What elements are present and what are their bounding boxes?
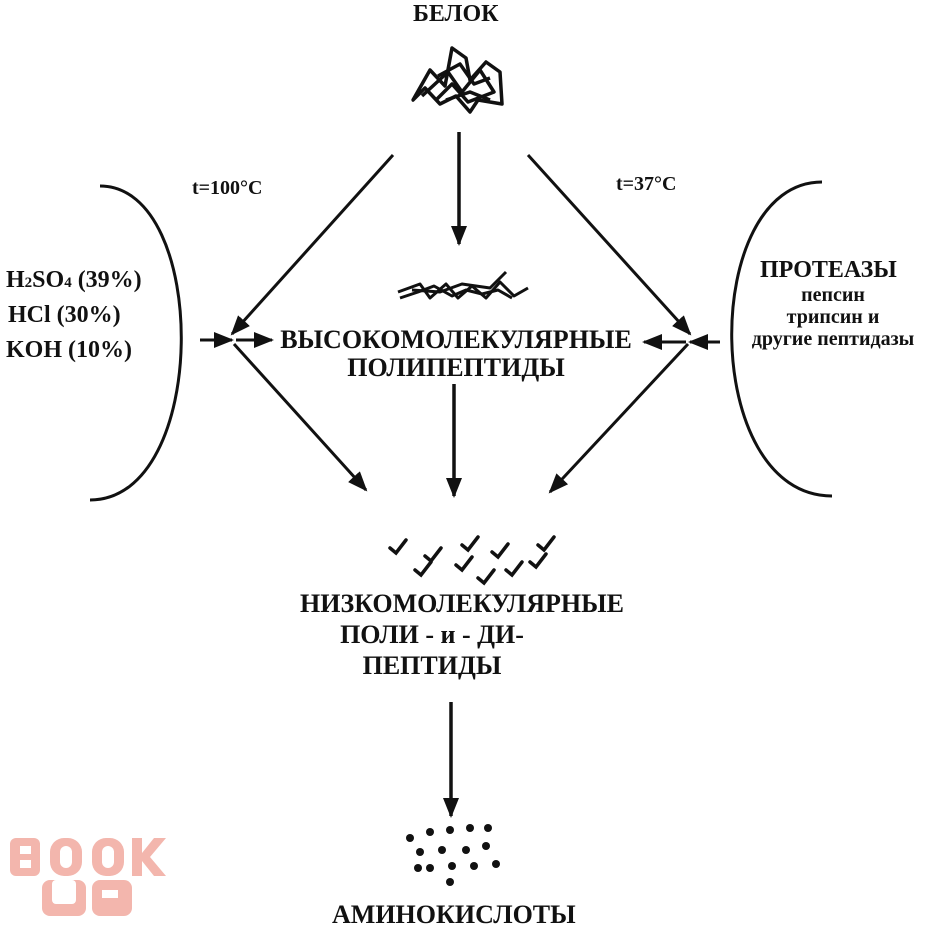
arrow-protein-left-diagonal (230, 153, 395, 336)
protein-globule-icon (411, 46, 504, 114)
reagent-koh: KOH (10%) (6, 337, 132, 363)
polypeptide-chain-icon (397, 270, 529, 300)
arrow-right-to-low (548, 342, 690, 494)
enzyme-item: другие пептидазы (751, 328, 915, 350)
temperature-right-label: t=37°C (616, 173, 677, 195)
amino-acids-label: АМИНОКИСЛОТЫ (332, 900, 576, 929)
arrow-protein-right-diagonal (526, 153, 692, 336)
low-molecular-line: ПОЛИ - и - ДИ- (340, 620, 524, 649)
amino-acid-dots-icon (406, 824, 500, 886)
high-molecular-line: ПОЛИПЕПТИДЫ (347, 353, 565, 382)
short-peptides-icon (388, 535, 556, 586)
high-molecular-label: ВЫСОКОМОЛЕКУЛЯРНЫЕ ПОЛИПЕПТИДЫ (276, 326, 636, 382)
book-up-watermark-logo (10, 838, 166, 916)
enzymatic-hydrolysis-bracket (730, 180, 833, 498)
low-molecular-line: НИЗКОМОЛЕКУЛЯРНЫЕ (300, 589, 624, 618)
enzymes-title: ПРОТЕАЗЫ (760, 257, 897, 283)
enzyme-item: трипсин и (786, 306, 880, 328)
enzymes-list: пепсин трипсин и другие пептидазы (730, 284, 936, 350)
reagent-hcl: HCl (30%) (8, 302, 121, 328)
protein-label: БЕЛОК (413, 1, 499, 27)
reagent-h2so4: H2SO4 (39%) (6, 267, 142, 293)
low-molecular-line: ПЕПТИДЫ (362, 651, 502, 680)
high-molecular-line: ВЫСОКОМОЛЕКУЛЯРНЫЕ (280, 325, 632, 354)
arrow-left-to-low (232, 342, 368, 492)
acid-hydrolysis-bracket (89, 184, 183, 502)
temperature-left-label: t=100°C (192, 177, 263, 199)
enzyme-item: пепсин (801, 284, 865, 306)
low-molecular-label: НИЗКОМОЛЕКУЛЯРНЫЕ ПОЛИ - и - ДИ- ПЕПТИДЫ (292, 588, 632, 681)
